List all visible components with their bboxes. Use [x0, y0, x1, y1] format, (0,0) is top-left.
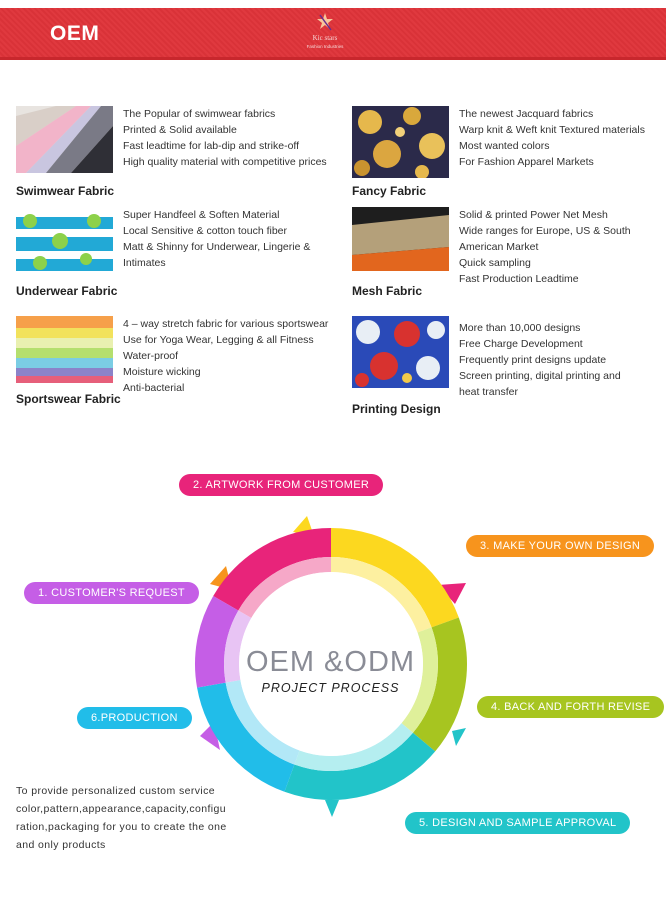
feature-line: Matt & Shinny for Underwear, Lingerie &	[123, 241, 311, 253]
process-title: OEM &ODM	[245, 646, 416, 678]
product-name: Fancy Fabric	[352, 184, 427, 198]
ring-center	[239, 572, 423, 756]
feature-line: Free Charge Development	[459, 338, 583, 350]
product-features: 4 – way stretch fabric for various sport…	[123, 316, 338, 396]
process-subtitle: PROJECT PROCESS	[261, 681, 400, 695]
printing-design-image	[352, 316, 449, 388]
product-features: The Popular of swimwear fabrics Printed …	[123, 106, 338, 170]
feature-line: Use for Yoga Wear, Legging & all Fitness	[123, 334, 314, 346]
feature-line: Frequently print designs update	[459, 354, 607, 366]
feature-line: Anti-bacterial	[123, 382, 185, 394]
logo-text: Kic stars	[312, 34, 338, 42]
step-revise: 4. BACK AND FORTH REVISE	[477, 696, 665, 718]
feature-line: For Fashion Apparel Markets	[459, 156, 594, 168]
sportswear-fabric-image	[16, 316, 113, 383]
step-own-design: 3. MAKE YOUR OWN DESIGN	[466, 535, 655, 557]
step-production: 6.PRODUCTION	[77, 707, 192, 729]
feature-line: Warp knit & Weft knit Textured materials	[459, 124, 645, 136]
ring-inner-segment	[238, 557, 331, 618]
feature-line: Fast Production Leadtime	[459, 273, 579, 285]
product-features: More than 10,000 designs Free Charge Dev…	[459, 320, 666, 400]
pointer-bottom	[325, 800, 339, 817]
product-features: Solid & printed Power Net Mesh Wide rang…	[459, 207, 666, 287]
feature-line: Quick sampling	[459, 257, 531, 269]
feature-line: Printed & Solid available	[123, 124, 237, 136]
product-swimwear: Swimwear Fabric The Popular of swimwear …	[16, 106, 336, 206]
product-mesh: Mesh Fabric Solid & printed Power Net Me…	[352, 207, 666, 307]
mesh-fabric-image	[352, 207, 449, 271]
feature-line: 4 – way stretch fabric for various sport…	[123, 318, 329, 330]
feature-line: Most wanted colors	[459, 140, 550, 152]
feature-line: Local Sensitive & cotton touch fiber	[123, 225, 288, 237]
star-logo-icon	[317, 13, 333, 31]
ring-inner-segment	[331, 557, 432, 633]
product-name: Printing Design	[352, 402, 441, 416]
ring-inner-segment	[224, 610, 252, 683]
ring-outer-segment	[213, 528, 331, 611]
feature-line: Solid & printed Power Net Mesh	[459, 209, 608, 221]
description-line: To provide personalized custom service	[16, 785, 216, 797]
brand-logo: Kic stars Fashion Industries	[290, 10, 360, 58]
product-features: Super Handfeel & Soften Material Local S…	[123, 207, 338, 271]
ring-outer-segment	[331, 528, 459, 628]
product-name: Swimwear Fabric	[16, 184, 115, 198]
feature-line: Screen printing, digital printing and	[459, 370, 621, 382]
ring-outer-segment	[195, 596, 239, 688]
feature-line: High quality material with competitive p…	[123, 156, 327, 168]
product-fancy: Fancy Fabric The newest Jacquard fabrics…	[352, 106, 666, 206]
feature-line: More than 10,000 designs	[459, 322, 581, 334]
swimwear-fabric-image	[16, 106, 113, 173]
product-sportswear: Sportswear Fabric 4 – way stretch fabric…	[16, 316, 336, 416]
feature-line: Intimates	[123, 257, 166, 269]
pointer-right-top	[438, 583, 466, 604]
feature-line: American Market	[459, 241, 539, 253]
ring-inner-segment	[225, 679, 300, 765]
feature-line: Super Handfeel & Soften Material	[123, 209, 280, 221]
ring-inner-segment	[294, 723, 413, 771]
header-banner: OEM Kic stars Fashion Industries	[0, 8, 666, 60]
description-line: ration,packaging for you to create the o…	[16, 821, 227, 833]
feature-line: Fast leadtime for lab-dip and strike-off	[123, 140, 300, 152]
oem-title: OEM	[50, 22, 100, 45]
pointer-right-bottom	[452, 728, 466, 746]
feature-line: Water-proof	[123, 350, 179, 362]
feature-line: Moisture wicking	[123, 366, 201, 378]
feature-line: Wide ranges for Europe, US & South	[459, 225, 631, 237]
description-line: and only products	[16, 839, 106, 851]
ring-outer-segment	[197, 682, 295, 792]
feature-line: The Popular of swimwear fabrics	[123, 108, 276, 120]
fancy-fabric-image	[352, 106, 449, 178]
step-customer-request: 1. CUSTOMER'S REQUEST	[24, 582, 199, 604]
process-description: To provide personalized custom service c…	[16, 782, 244, 854]
product-name: Underwear Fabric	[16, 284, 118, 298]
underwear-fabric-image	[16, 207, 113, 271]
product-name: Mesh Fabric	[352, 284, 423, 298]
ring-outer-segment	[284, 732, 436, 800]
feature-line: The newest Jacquard fabrics	[459, 108, 594, 120]
product-underwear: Underwear Fabric Super Handfeel & Soften…	[16, 207, 336, 307]
product-name: Sportswear Fabric	[16, 392, 121, 406]
step-artwork: 2. ARTWORK FROM CUSTOMER	[179, 474, 384, 496]
ring-outer-segment	[412, 617, 467, 752]
product-features: The newest Jacquard fabrics Warp knit & …	[459, 106, 666, 170]
ring-inner-segment	[401, 627, 438, 733]
step-approval: 5. DESIGN AND SAMPLE APPROVAL	[405, 812, 631, 834]
description-line: color,pattern,appearance,capacity,config…	[16, 803, 226, 815]
feature-line: heat transfer	[459, 386, 518, 398]
product-printing: Printing Design More than 10,000 designs…	[352, 316, 666, 416]
logo-subtext: Fashion Industries	[306, 44, 344, 49]
